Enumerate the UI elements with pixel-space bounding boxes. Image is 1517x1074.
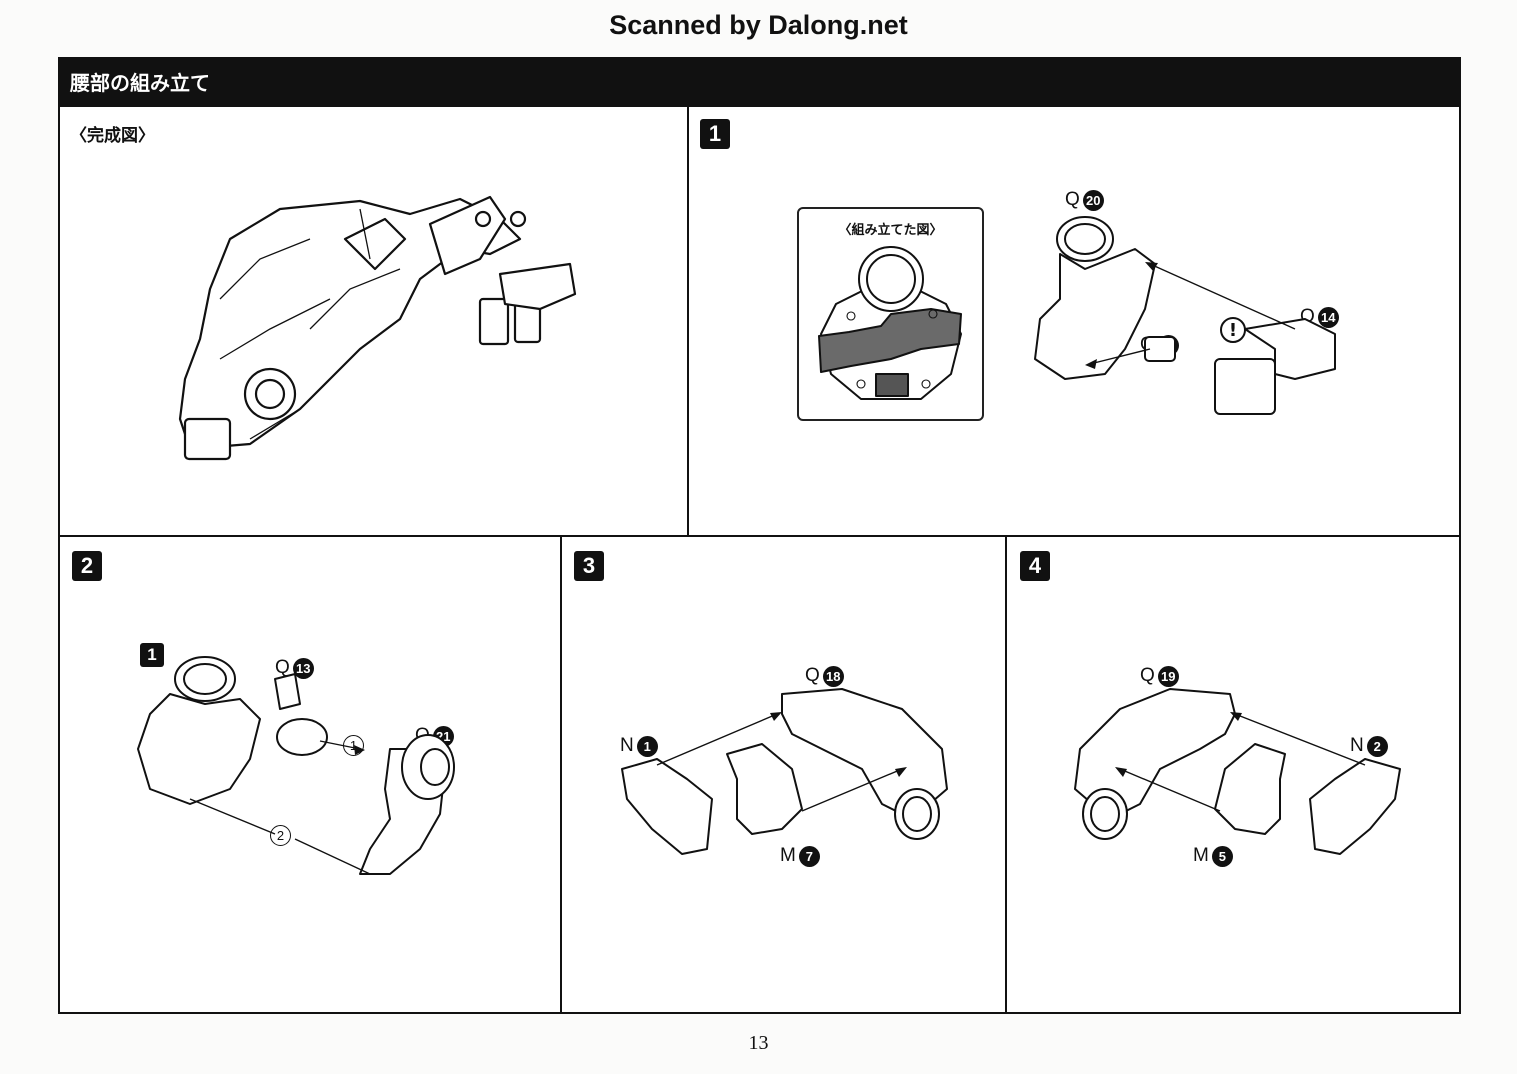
step2-assembly-illustration xyxy=(137,656,455,875)
step-number-1: 1 xyxy=(700,119,730,149)
step-number-3: 3 xyxy=(574,551,604,581)
section-title: 腰部の組み立て xyxy=(60,59,1459,107)
part-letter: M xyxy=(1193,845,1209,866)
part-letter: Q xyxy=(275,657,290,678)
part-number: 2 xyxy=(1366,735,1388,757)
divider-vertical-top xyxy=(687,107,689,535)
divider-vertical-bottom-2 xyxy=(1005,535,1007,1014)
part-letter: Q xyxy=(1140,665,1155,686)
part-callout-q13: Q 13 xyxy=(275,657,314,679)
part-number: 5 xyxy=(1211,845,1233,867)
part-callout-q20: Q 20 xyxy=(1065,189,1104,211)
assembled-view-label: 〈組み立てた図〉 xyxy=(838,223,943,238)
page-number: 13 xyxy=(748,1032,769,1054)
step4-assembly-illustration xyxy=(1074,688,1401,855)
waist-complete-illustration xyxy=(178,195,577,461)
part-number: 14 xyxy=(1317,306,1339,328)
step-number-4: 4 xyxy=(1020,551,1050,581)
ref-step-badge: 1 xyxy=(140,643,164,667)
part-callout-n1: N 1 xyxy=(620,735,658,757)
order-marker-2: 2 xyxy=(270,825,291,846)
part-letter: M xyxy=(780,845,796,866)
divider-horizontal xyxy=(60,535,1459,537)
instruction-frame: 腰部の組み立て 〈完成図〉 1 〈組み立てた図〉 xyxy=(58,57,1461,1014)
part-letter: N xyxy=(1350,735,1364,756)
part-callout-q19: Q 19 xyxy=(1140,665,1179,687)
step-number-2: 2 xyxy=(72,551,102,581)
part-number: 7 xyxy=(798,845,820,867)
part-number: 1 xyxy=(636,735,658,757)
assembled-view-inset: 〈組み立てた図〉 xyxy=(797,207,984,421)
complete-view-label: 〈完成図〉 xyxy=(70,126,155,146)
part-number: 18 xyxy=(822,665,844,687)
scan-credit: Scanned by Dalong.net xyxy=(609,10,908,40)
part-callout-q18: Q 18 xyxy=(805,665,844,687)
part-letter: N xyxy=(620,735,634,756)
assembled-view-illustration xyxy=(818,246,962,400)
part-number: 19 xyxy=(1157,665,1179,687)
step1-assembly-illustration xyxy=(1034,216,1336,415)
part-number: 13 xyxy=(292,657,314,679)
part-callout-m5: M 5 xyxy=(1193,845,1233,867)
step3-assembly-illustration xyxy=(621,688,948,855)
part-letter: Q xyxy=(805,665,820,686)
divider-vertical-bottom-1 xyxy=(560,535,562,1014)
part-number: 20 xyxy=(1082,189,1104,211)
part-callout-m7: M 7 xyxy=(780,845,820,867)
part-callout-n2: N 2 xyxy=(1350,735,1388,757)
part-letter: Q xyxy=(1065,189,1080,210)
